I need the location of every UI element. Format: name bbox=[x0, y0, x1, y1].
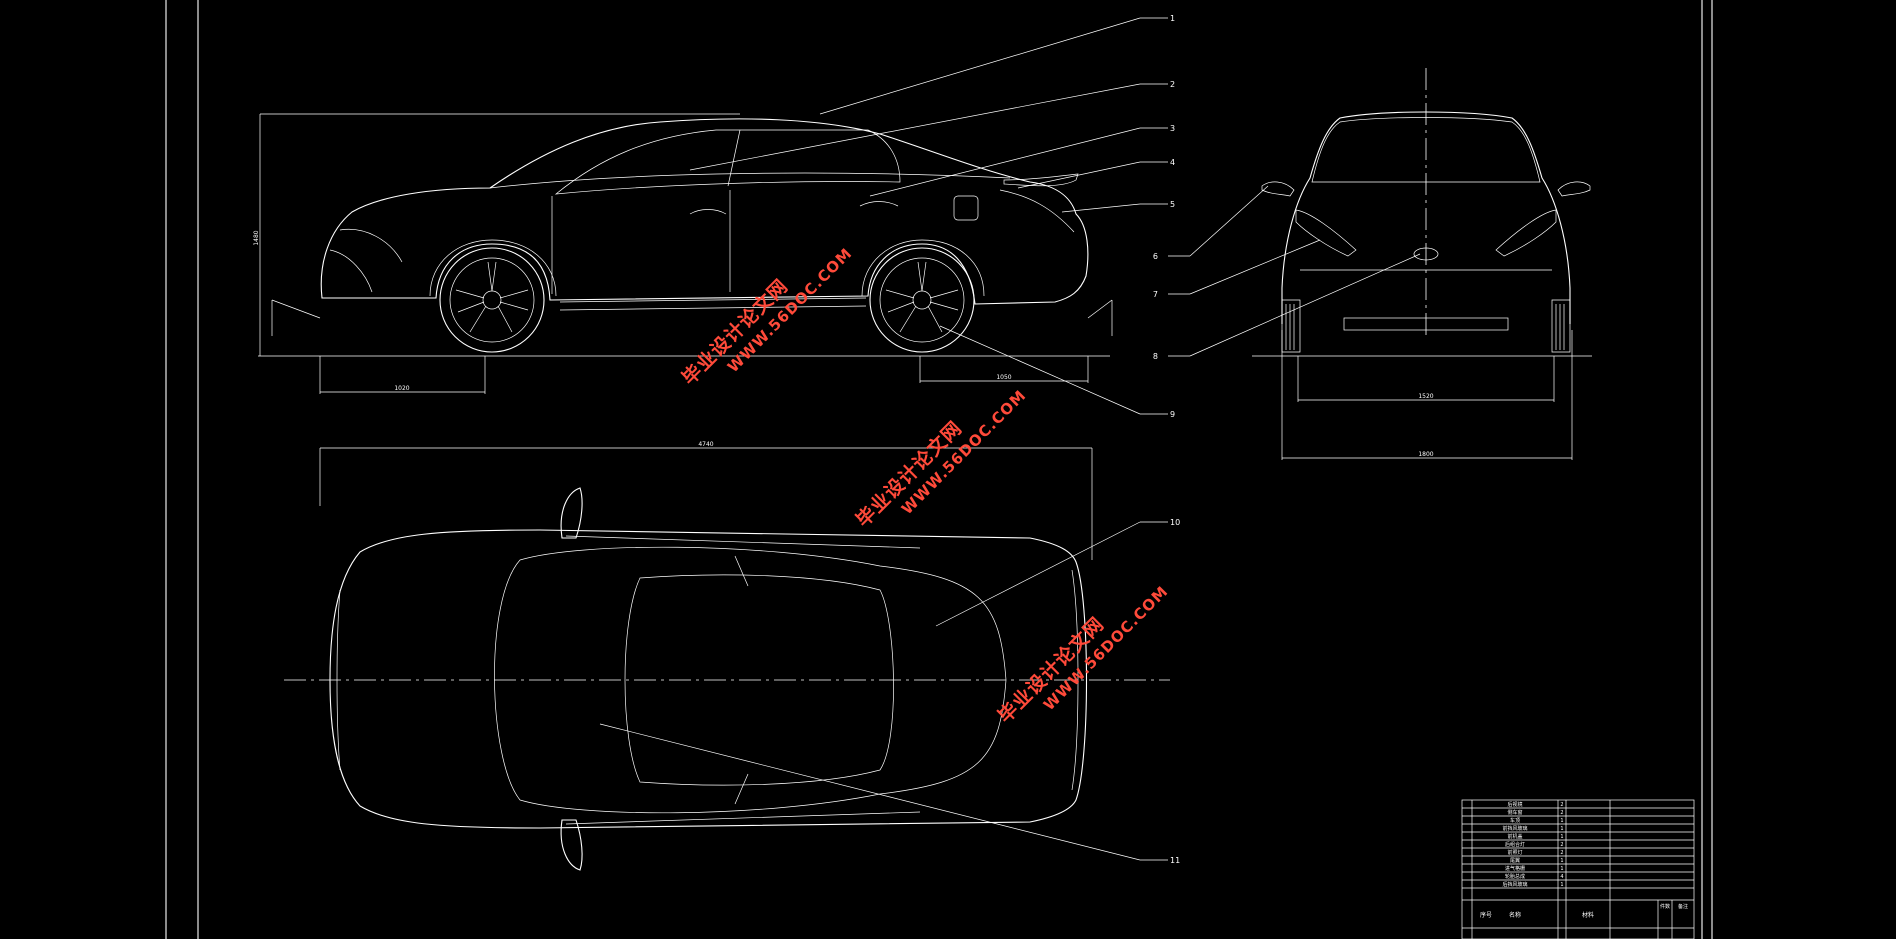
part-name-5: 前机盖 bbox=[1507, 833, 1522, 840]
drawing-frame bbox=[165, 0, 1713, 939]
watermarks: 毕业设计论文网 WWW.56DOC.COM 毕业设计论文网 WWW.56DOC.… bbox=[677, 244, 1172, 727]
front-view: 1520 1800 bbox=[1252, 68, 1592, 460]
part-qty-8: 1 bbox=[1560, 858, 1563, 864]
part-qty-11: 1 bbox=[1560, 882, 1563, 888]
part-name-3: 车顶 bbox=[1510, 817, 1520, 824]
part-name-7: 前照灯 bbox=[1507, 849, 1522, 856]
dim-side-height: 1480 bbox=[253, 230, 260, 245]
part-name-8: 尾翼 bbox=[1510, 858, 1520, 864]
part-qty-7: 2 bbox=[1560, 850, 1563, 856]
part-qty-6: 2 bbox=[1560, 842, 1563, 848]
callout-4: 4 bbox=[1170, 158, 1175, 167]
part-name-10: 轮胎总成 bbox=[1505, 873, 1525, 880]
part-name-4: 前挡风玻璃 bbox=[1502, 825, 1527, 832]
callout-8: 8 bbox=[1153, 352, 1158, 361]
dim-front-overhang: 1020 bbox=[394, 385, 409, 392]
callout-5: 5 bbox=[1170, 200, 1175, 209]
side-view: 1480 1020 1050 bbox=[253, 113, 1113, 394]
callout-1: 1 bbox=[1170, 14, 1175, 23]
part-qty-10: 4 bbox=[1560, 874, 1563, 880]
dim-overall-width: 1800 bbox=[1418, 451, 1433, 458]
top-view: 4740 bbox=[284, 441, 1170, 871]
dim-track-width: 1520 bbox=[1418, 393, 1433, 400]
part-name-2: 侧车窗 bbox=[1507, 809, 1522, 816]
part-qty-5: 1 bbox=[1560, 834, 1563, 840]
part-qty-2: 2 bbox=[1560, 810, 1563, 816]
part-name-9: 进气格栅 bbox=[1505, 865, 1525, 872]
leader-lines bbox=[599, 17, 1421, 861]
footer-qty-label: 件数 bbox=[1660, 903, 1670, 910]
part-qty-9: 1 bbox=[1560, 866, 1563, 872]
part-qty-3: 1 bbox=[1560, 818, 1563, 824]
callout-3: 3 bbox=[1170, 124, 1175, 133]
callout-6: 6 bbox=[1153, 252, 1158, 261]
callout-9: 9 bbox=[1170, 410, 1175, 419]
footer-name: 名称 bbox=[1509, 911, 1521, 919]
part-name-6: 后组合灯 bbox=[1505, 841, 1525, 848]
part-qty-4: 1 bbox=[1560, 826, 1563, 832]
dim-rear-overhang: 1050 bbox=[996, 374, 1011, 381]
callout-labels: 1 2 3 4 5 6 7 8 9 10 11 bbox=[1153, 14, 1180, 865]
part-name-11: 后挡风玻璃 bbox=[1502, 881, 1527, 888]
callout-10: 10 bbox=[1170, 518, 1180, 527]
callout-11: 11 bbox=[1170, 856, 1180, 865]
footer-seq: 序号 bbox=[1480, 911, 1492, 919]
footer-material: 材料 bbox=[1582, 911, 1594, 919]
part-qty-1: 2 bbox=[1560, 802, 1563, 808]
footer-remark-label: 备注 bbox=[1678, 903, 1688, 910]
callout-2: 2 bbox=[1170, 80, 1175, 89]
title-block: 后视镜 侧车窗 车顶 前挡风玻璃 前机盖 后组合灯 前照灯 尾翼 进气格栅 轮胎… bbox=[1461, 799, 1695, 939]
part-name-1: 后视镜 bbox=[1507, 801, 1522, 808]
dim-overall-length: 4740 bbox=[698, 441, 713, 448]
callout-7: 7 bbox=[1153, 290, 1158, 299]
